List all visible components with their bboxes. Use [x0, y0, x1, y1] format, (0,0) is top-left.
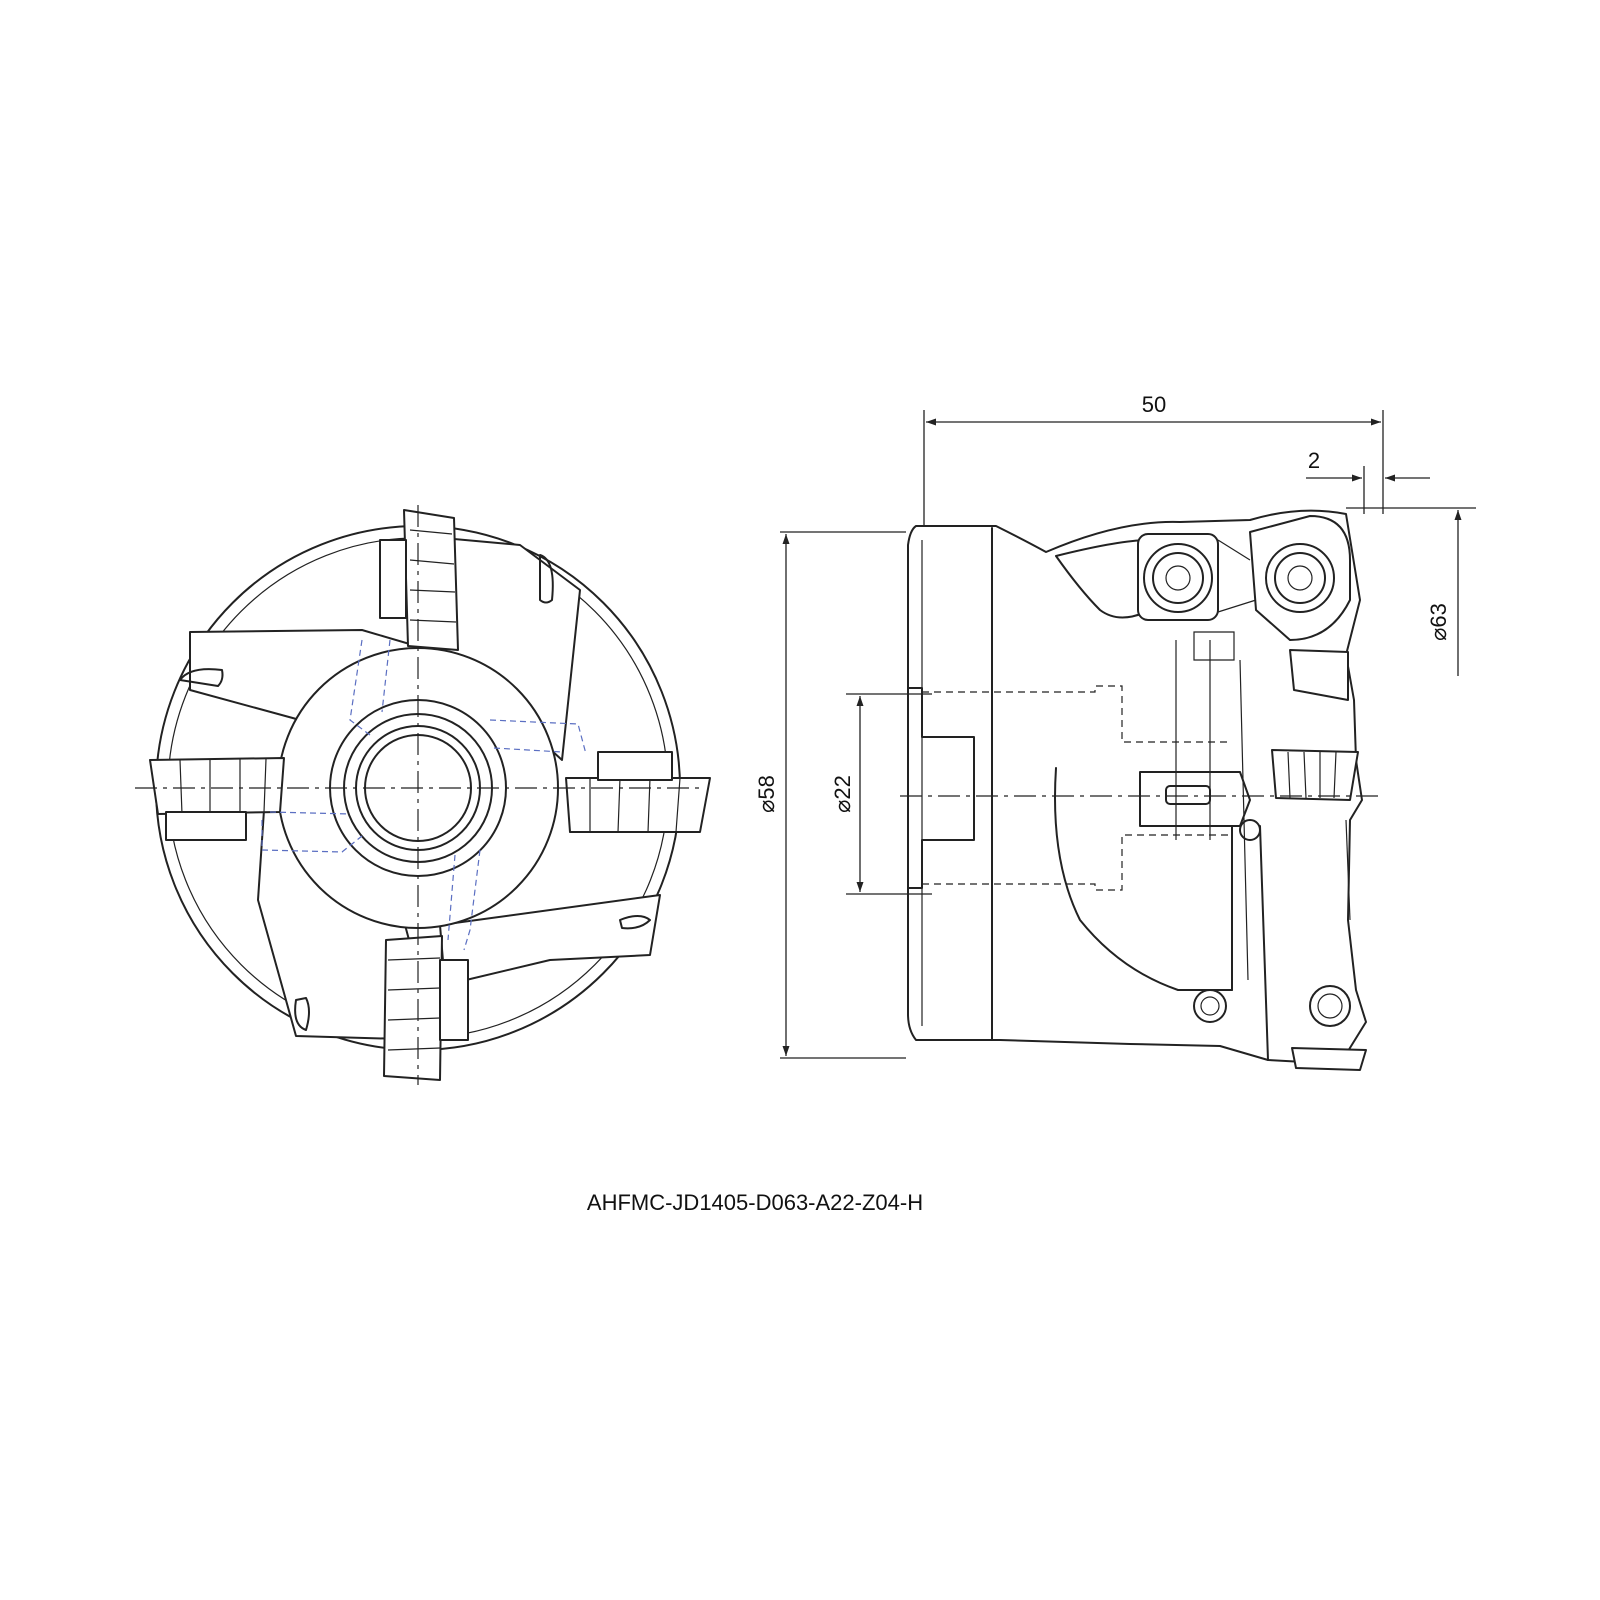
dimension-offset: 2 — [1306, 448, 1430, 514]
dim-bore-diameter-text: ⌀22 — [830, 775, 855, 813]
hidden-passages — [261, 639, 587, 951]
side-flange — [907, 687, 975, 889]
dimension-length: 50 — [923, 392, 1384, 526]
dim-offset-text: 2 — [1308, 448, 1320, 473]
insert-top — [379, 509, 459, 651]
upper-inserts — [1137, 515, 1351, 641]
dimension-bore-diameter: ⌀22 — [830, 693, 932, 895]
side-view — [900, 509, 1380, 1071]
dimension-outer-diameter: ⌀63 — [1346, 507, 1476, 676]
side-body — [907, 509, 1367, 1065]
lower-contours — [1054, 631, 1367, 1071]
dim-body-diameter-text: ⌀58 — [754, 775, 779, 813]
upper-pocket — [1055, 539, 1151, 619]
dimension-body-diameter: ⌀58 — [754, 531, 906, 1059]
dim-length-text: 50 — [1142, 392, 1166, 417]
dim-outer-diameter-text: ⌀63 — [1426, 603, 1451, 641]
coolant-slots — [179, 554, 651, 1031]
insert-right — [565, 751, 711, 833]
front-view — [135, 505, 711, 1085]
insert-left — [149, 757, 285, 841]
part-number-label: AHFMC-JD1405-D063-A22-Z04-H — [586, 1190, 924, 1215]
insert-bottom — [383, 935, 469, 1081]
middle-inserts — [1139, 649, 1359, 827]
